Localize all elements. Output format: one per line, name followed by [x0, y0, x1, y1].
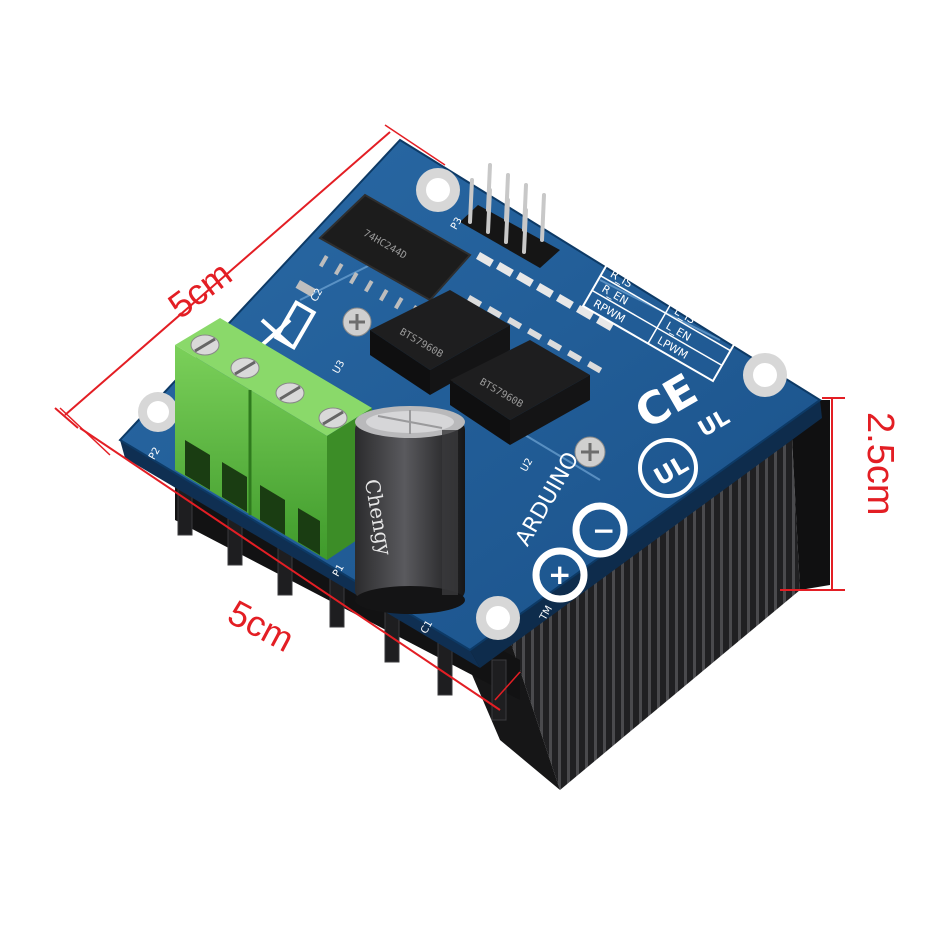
hazard-symbol	[260, 299, 317, 351]
dimension-width-label: 5cm	[160, 253, 239, 327]
terminal-screws	[190, 334, 348, 429]
mounting-holes	[138, 168, 787, 640]
ref-p2: P2	[147, 446, 163, 462]
dimension-depth-label: 5cm	[222, 592, 301, 660]
electrolytic-capacitor: Chengy	[355, 406, 465, 614]
smd-components	[295, 251, 614, 374]
plus-sign: +	[548, 558, 571, 591]
ref-p1: P1	[331, 563, 347, 579]
screws	[342, 307, 606, 468]
dimension-height-label: 2.5cm	[859, 412, 901, 515]
terminal-block	[175, 318, 372, 560]
dimension-lines	[54, 124, 845, 711]
ref-p3: P3	[449, 216, 465, 232]
pin-header	[460, 163, 560, 268]
minus-sign: −	[592, 514, 615, 547]
motor-driver-chip-b: BTS7960B	[450, 340, 590, 445]
motor-driver-chip-a: BTS7960B	[370, 290, 510, 395]
